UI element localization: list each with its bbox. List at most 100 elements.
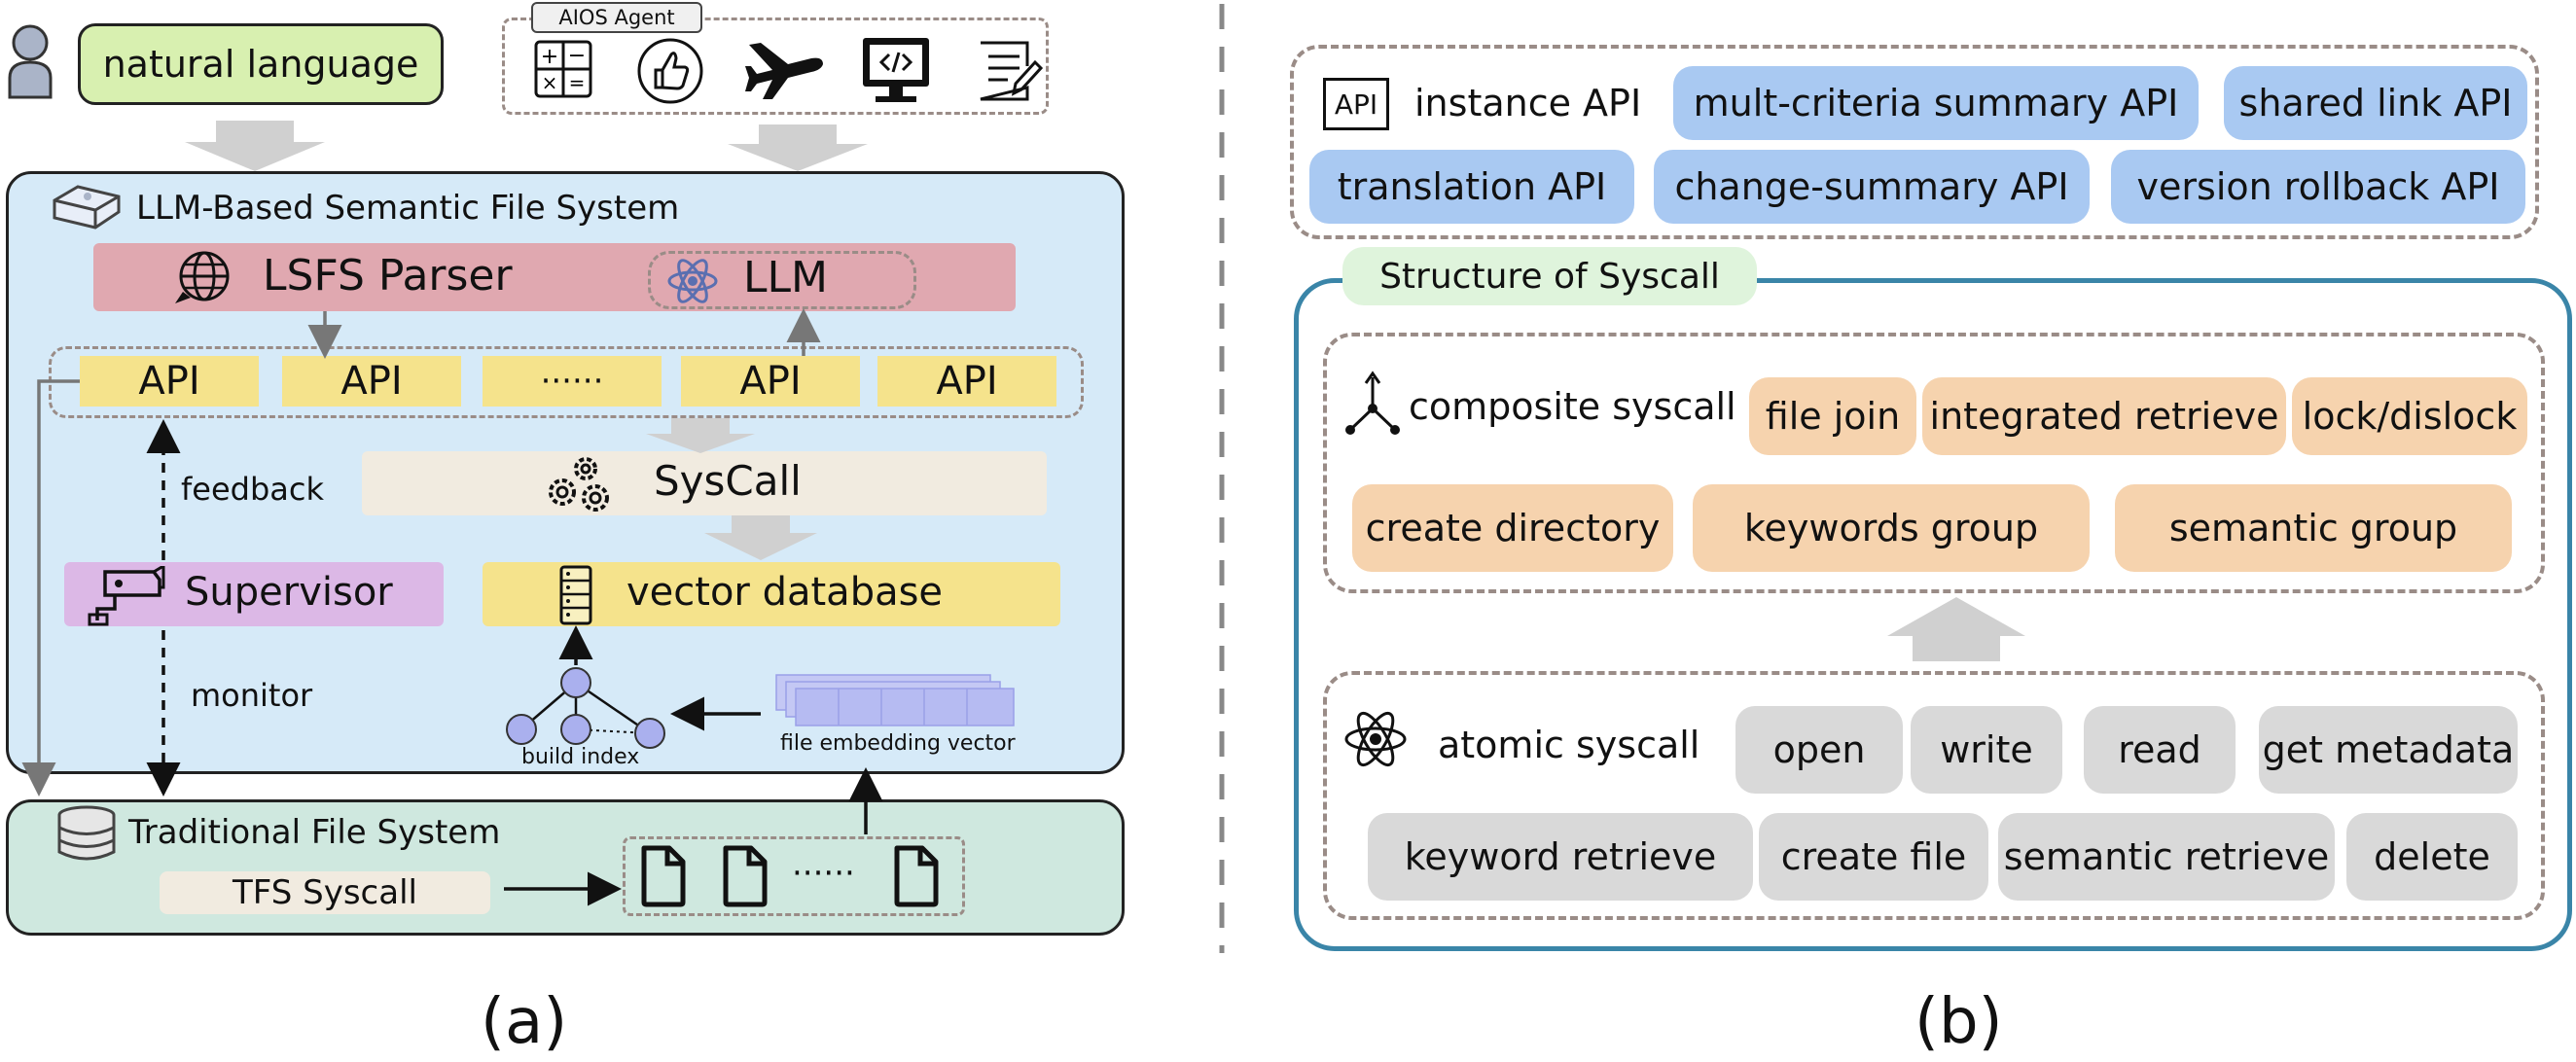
syscall-label: SysCall bbox=[654, 457, 802, 505]
atomic-pill-label: create file bbox=[1780, 835, 1967, 878]
monitor-label: monitor bbox=[191, 677, 313, 714]
composite-pill-integrated-retrieve: integrated retrieve bbox=[1922, 377, 2286, 455]
lsfs-title: LLM-Based Semantic File System bbox=[136, 189, 680, 228]
instance-api-label: instance API bbox=[1414, 82, 1642, 124]
instance-api-pill-version-rollback: version rollback API bbox=[2111, 150, 2525, 224]
api-label: ······ bbox=[540, 362, 604, 401]
syscall-bar bbox=[362, 451, 1047, 515]
embedding-label: file embedding vector bbox=[780, 731, 1016, 756]
svg-text:+: + bbox=[541, 45, 558, 69]
api-label: API bbox=[936, 359, 998, 404]
tfs-syscall-label: TFS Syscall bbox=[233, 873, 417, 912]
embedding-stack-icon bbox=[774, 673, 1018, 729]
build-index-label: build index bbox=[521, 745, 640, 769]
atomic-pill-semantic-retrieve: semantic retrieve bbox=[1998, 813, 2335, 901]
natural-language-label: natural language bbox=[102, 43, 419, 86]
atomic-pill-label: delete bbox=[2374, 835, 2490, 878]
files-ellipsis: ······ bbox=[792, 854, 855, 893]
structure-title-tag: Structure of Syscall bbox=[1342, 247, 1757, 305]
lsfs-parser-label: LSFS Parser bbox=[263, 251, 513, 301]
svg-text:=: = bbox=[569, 71, 586, 94]
caption-a: (a) bbox=[481, 986, 568, 1058]
instance-api-pill-label: change-summary API bbox=[1674, 165, 2069, 208]
file-icon bbox=[891, 844, 942, 908]
files-box bbox=[623, 836, 965, 916]
instance-api-pill-label: version rollback API bbox=[2136, 165, 2500, 208]
code-monitor-icon bbox=[860, 35, 932, 105]
atomic-syscall-group bbox=[1323, 671, 2545, 920]
atom-icon bbox=[1342, 706, 1409, 772]
api-label: API bbox=[739, 359, 802, 404]
server-icon bbox=[558, 564, 593, 626]
vector-database-label: vector database bbox=[626, 570, 944, 615]
composite-pill-label: lock/dislock bbox=[2302, 395, 2518, 438]
atomic-pill-label: read bbox=[2118, 728, 2201, 771]
instance-api-pill-label: translation API bbox=[1337, 165, 1607, 208]
api-box-ellipsis: ······ bbox=[483, 356, 662, 407]
atomic-pill-delete: delete bbox=[2346, 813, 2518, 901]
api-icon: API bbox=[1323, 78, 1389, 130]
api-box-3: API bbox=[681, 356, 860, 407]
file-icon bbox=[638, 844, 689, 908]
atomic-pill-label: semantic retrieve bbox=[2003, 835, 2330, 878]
composite-pill-label: create directory bbox=[1365, 507, 1661, 549]
camera-icon bbox=[86, 563, 167, 626]
aios-agent-box bbox=[502, 18, 1049, 115]
user-icon bbox=[6, 19, 54, 99]
atomic-pill-label: keyword retrieve bbox=[1404, 835, 1717, 878]
instance-api-pill-change-summary: change-summary API bbox=[1654, 150, 2090, 224]
composite-pill-label: semantic group bbox=[2168, 507, 2458, 549]
structure-of-syscall-panel bbox=[1294, 278, 2572, 951]
atomic-pill-label: write bbox=[1940, 728, 2033, 771]
index-tree-icon bbox=[498, 661, 673, 759]
structure-title: Structure of Syscall bbox=[1379, 256, 1720, 297]
atomic-pill-get-metadata: get metadata bbox=[2259, 706, 2518, 794]
atomic-pill-open: open bbox=[1735, 706, 1903, 794]
document-edit-icon bbox=[977, 37, 1045, 105]
aios-agent-tag: AIOS Agent bbox=[531, 2, 702, 33]
natural-language-box: natural language bbox=[78, 23, 444, 105]
composite-syscall-group bbox=[1323, 333, 2545, 593]
caption-b: (b) bbox=[1914, 986, 2003, 1058]
branch-icon bbox=[1342, 370, 1403, 438]
atomic-syscall-label: atomic syscall bbox=[1438, 724, 1700, 766]
composite-pill-lock-dislock: lock/dislock bbox=[2292, 377, 2527, 455]
tfs-syscall-box: TFS Syscall bbox=[160, 871, 490, 914]
supervisor-label: Supervisor bbox=[185, 570, 393, 615]
database-cylinder-icon bbox=[54, 805, 119, 864]
api-label: API bbox=[340, 359, 403, 404]
lsfs-parser-bar bbox=[93, 243, 1016, 311]
atomic-pill-label: open bbox=[1772, 728, 1866, 771]
composite-pill-label: keywords group bbox=[1743, 507, 2039, 549]
composite-pill-file-join: file join bbox=[1749, 377, 1916, 455]
airplane-icon bbox=[743, 35, 827, 103]
instance-api-group bbox=[1290, 45, 2539, 239]
svg-text:−: − bbox=[568, 44, 586, 68]
atomic-pill-label: get metadata bbox=[2262, 728, 2515, 771]
api-box-1: API bbox=[80, 356, 259, 407]
file-icon bbox=[720, 844, 770, 908]
api-box-4: API bbox=[877, 356, 1056, 407]
globe-chat-icon bbox=[171, 249, 235, 307]
instance-api-pill-translation: translation API bbox=[1309, 150, 1634, 224]
aios-agent-label: AIOS Agent bbox=[558, 6, 675, 29]
composite-pill-keywords-group: keywords group bbox=[1693, 484, 2090, 572]
api-icon-text: API bbox=[1334, 88, 1378, 121]
gears-icon bbox=[545, 453, 615, 515]
instance-api-pill-label: mult-criteria summary API bbox=[1693, 82, 2179, 124]
llm-label: LLM bbox=[743, 253, 828, 302]
disk-icon bbox=[49, 183, 125, 231]
composite-pill-create-directory: create directory bbox=[1352, 484, 1673, 572]
api-label: API bbox=[138, 359, 200, 404]
composite-syscall-label: composite syscall bbox=[1409, 385, 1736, 428]
llm-box bbox=[648, 251, 916, 309]
api-box-2: API bbox=[282, 356, 461, 407]
instance-api-pill-mult-criteria: mult-criteria summary API bbox=[1673, 66, 2199, 140]
tfs-title: Traditional File System bbox=[128, 813, 501, 852]
feedback-label: feedback bbox=[181, 471, 324, 508]
instance-api-pill-label: shared link API bbox=[2238, 82, 2513, 124]
svg-text:×: × bbox=[542, 71, 558, 94]
composite-pill-label: file join bbox=[1765, 395, 1901, 438]
composite-pill-label: integrated retrieve bbox=[1929, 395, 2279, 438]
calculator-icon: + − × = bbox=[533, 39, 593, 99]
